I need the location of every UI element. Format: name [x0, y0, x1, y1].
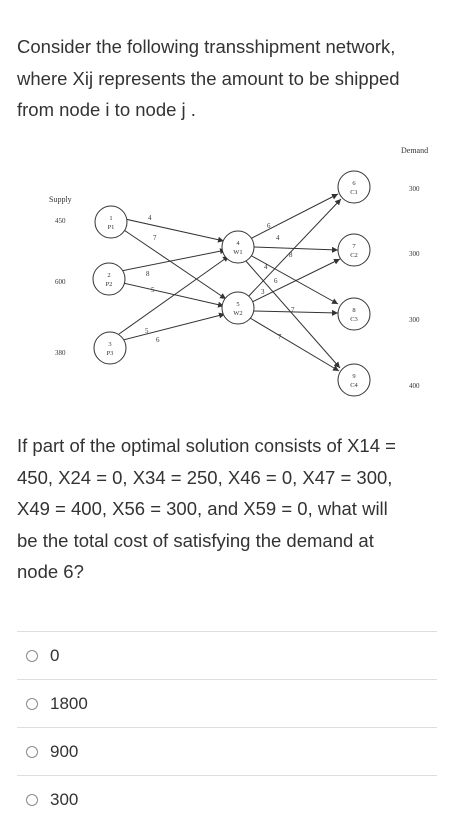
radio-button[interactable]: [26, 649, 38, 662]
edge-3-5: [122, 312, 226, 341]
node-name: C1: [350, 189, 358, 196]
cost-label: 6: [274, 277, 278, 285]
answer-option[interactable]: 0: [17, 631, 437, 679]
answer-option[interactable]: 1800: [17, 679, 437, 727]
edge-3-4: [118, 255, 230, 335]
node-number: 6: [352, 180, 356, 187]
node-number: 1: [109, 215, 112, 222]
node-p1: [94, 205, 128, 239]
supply-value: 450: [55, 217, 66, 225]
node-c2: [337, 233, 371, 267]
node-name: C3: [350, 316, 358, 323]
node-p2: [92, 262, 126, 296]
demand-value: 300: [409, 250, 420, 258]
node-number: 9: [352, 373, 355, 380]
question-line: X49 = 400, X56 = 300, and X59 = 0, what …: [17, 498, 388, 519]
cost-label: 4: [276, 234, 280, 242]
radio-button[interactable]: [26, 793, 38, 806]
question-line: node 6?: [17, 561, 84, 582]
cost-label: 4: [148, 214, 152, 222]
edge-4-8: [249, 254, 339, 305]
question-intro: Consider the following transshipment net…: [17, 31, 437, 126]
question-line: from node i to node j .: [17, 99, 196, 120]
demand-value: 300: [409, 185, 420, 193]
question-line: be the total cost of satisfying the dema…: [17, 529, 374, 551]
cost-label: 7: [153, 234, 157, 242]
edge-5-7: [249, 258, 341, 304]
option-label: 1800: [50, 693, 88, 713]
edge-1-4: [124, 218, 225, 243]
demand-value: 300: [409, 316, 420, 324]
node-number: 2: [107, 272, 110, 279]
edge-5-9: [249, 317, 340, 372]
option-label: 0: [50, 645, 60, 665]
question-line: 450, X24 = 0, X34 = 250, X46 = 0, X47 = …: [17, 466, 393, 488]
node-number: 3: [108, 341, 111, 348]
node-c3: [337, 297, 371, 331]
cost-label: 7: [278, 333, 282, 341]
option-label: 300: [50, 789, 79, 809]
node-number: 4: [236, 240, 240, 247]
question-line: Consider the following transshipment net…: [17, 36, 396, 57]
edge-4-6: [247, 193, 339, 241]
node-number: 8: [352, 307, 355, 314]
node-name: W2: [233, 310, 242, 317]
edge-2-4: [120, 248, 227, 272]
node-w1: [221, 230, 255, 264]
cost-label: 3: [261, 288, 265, 296]
node-name: C2: [350, 252, 358, 259]
edge-5-6: [245, 198, 342, 300]
transshipment-network-diagram: 4 7 8 5 5 6 6 4 8 4 3 6 7 7 Supply Deman…: [49, 146, 428, 397]
answer-option[interactable]: 900: [17, 727, 437, 775]
cost-label: 5: [151, 286, 155, 294]
node-number: 7: [352, 243, 356, 250]
cost-label: 6: [156, 336, 160, 344]
demand-header: Demand: [401, 146, 428, 155]
demand-value: 400: [409, 382, 420, 390]
question-line: If part of the optimal solution consists…: [17, 435, 396, 456]
node-w2: [221, 291, 255, 325]
option-label: 900: [50, 741, 79, 761]
answer-option[interactable]: 300: [17, 775, 437, 823]
node-p3: [93, 331, 127, 365]
radio-button[interactable]: [26, 745, 38, 758]
edge-4-9: [244, 259, 341, 369]
node-c1: [337, 170, 371, 204]
answer-options: 0 1800 900 300: [17, 631, 437, 823]
cost-label: 5: [145, 327, 149, 335]
cost-label: 8: [146, 270, 150, 278]
node-name: P2: [106, 281, 113, 288]
cost-label: 8: [289, 251, 293, 259]
edge-2-5: [122, 282, 225, 308]
edge-1-5: [120, 227, 227, 300]
radio-button[interactable]: [26, 697, 38, 710]
node-name: W1: [233, 249, 242, 256]
node-name: P3: [107, 350, 114, 357]
node-name: P1: [108, 224, 115, 231]
cost-label: 4: [264, 263, 268, 271]
node-c4: [337, 363, 371, 397]
cost-label: 7: [291, 306, 295, 314]
supply-value: 600: [55, 278, 66, 286]
question-prompt: If part of the optimal solution consists…: [17, 430, 437, 588]
edge-4-7: [252, 246, 339, 253]
question-line: where Xij represents the amount to be sh…: [17, 67, 400, 89]
node-number: 5: [236, 301, 239, 308]
cost-label: 6: [267, 222, 271, 230]
supply-header: Supply: [49, 195, 72, 204]
node-name: C4: [350, 382, 358, 389]
supply-value: 380: [55, 349, 66, 357]
edge-5-8: [251, 309, 339, 316]
